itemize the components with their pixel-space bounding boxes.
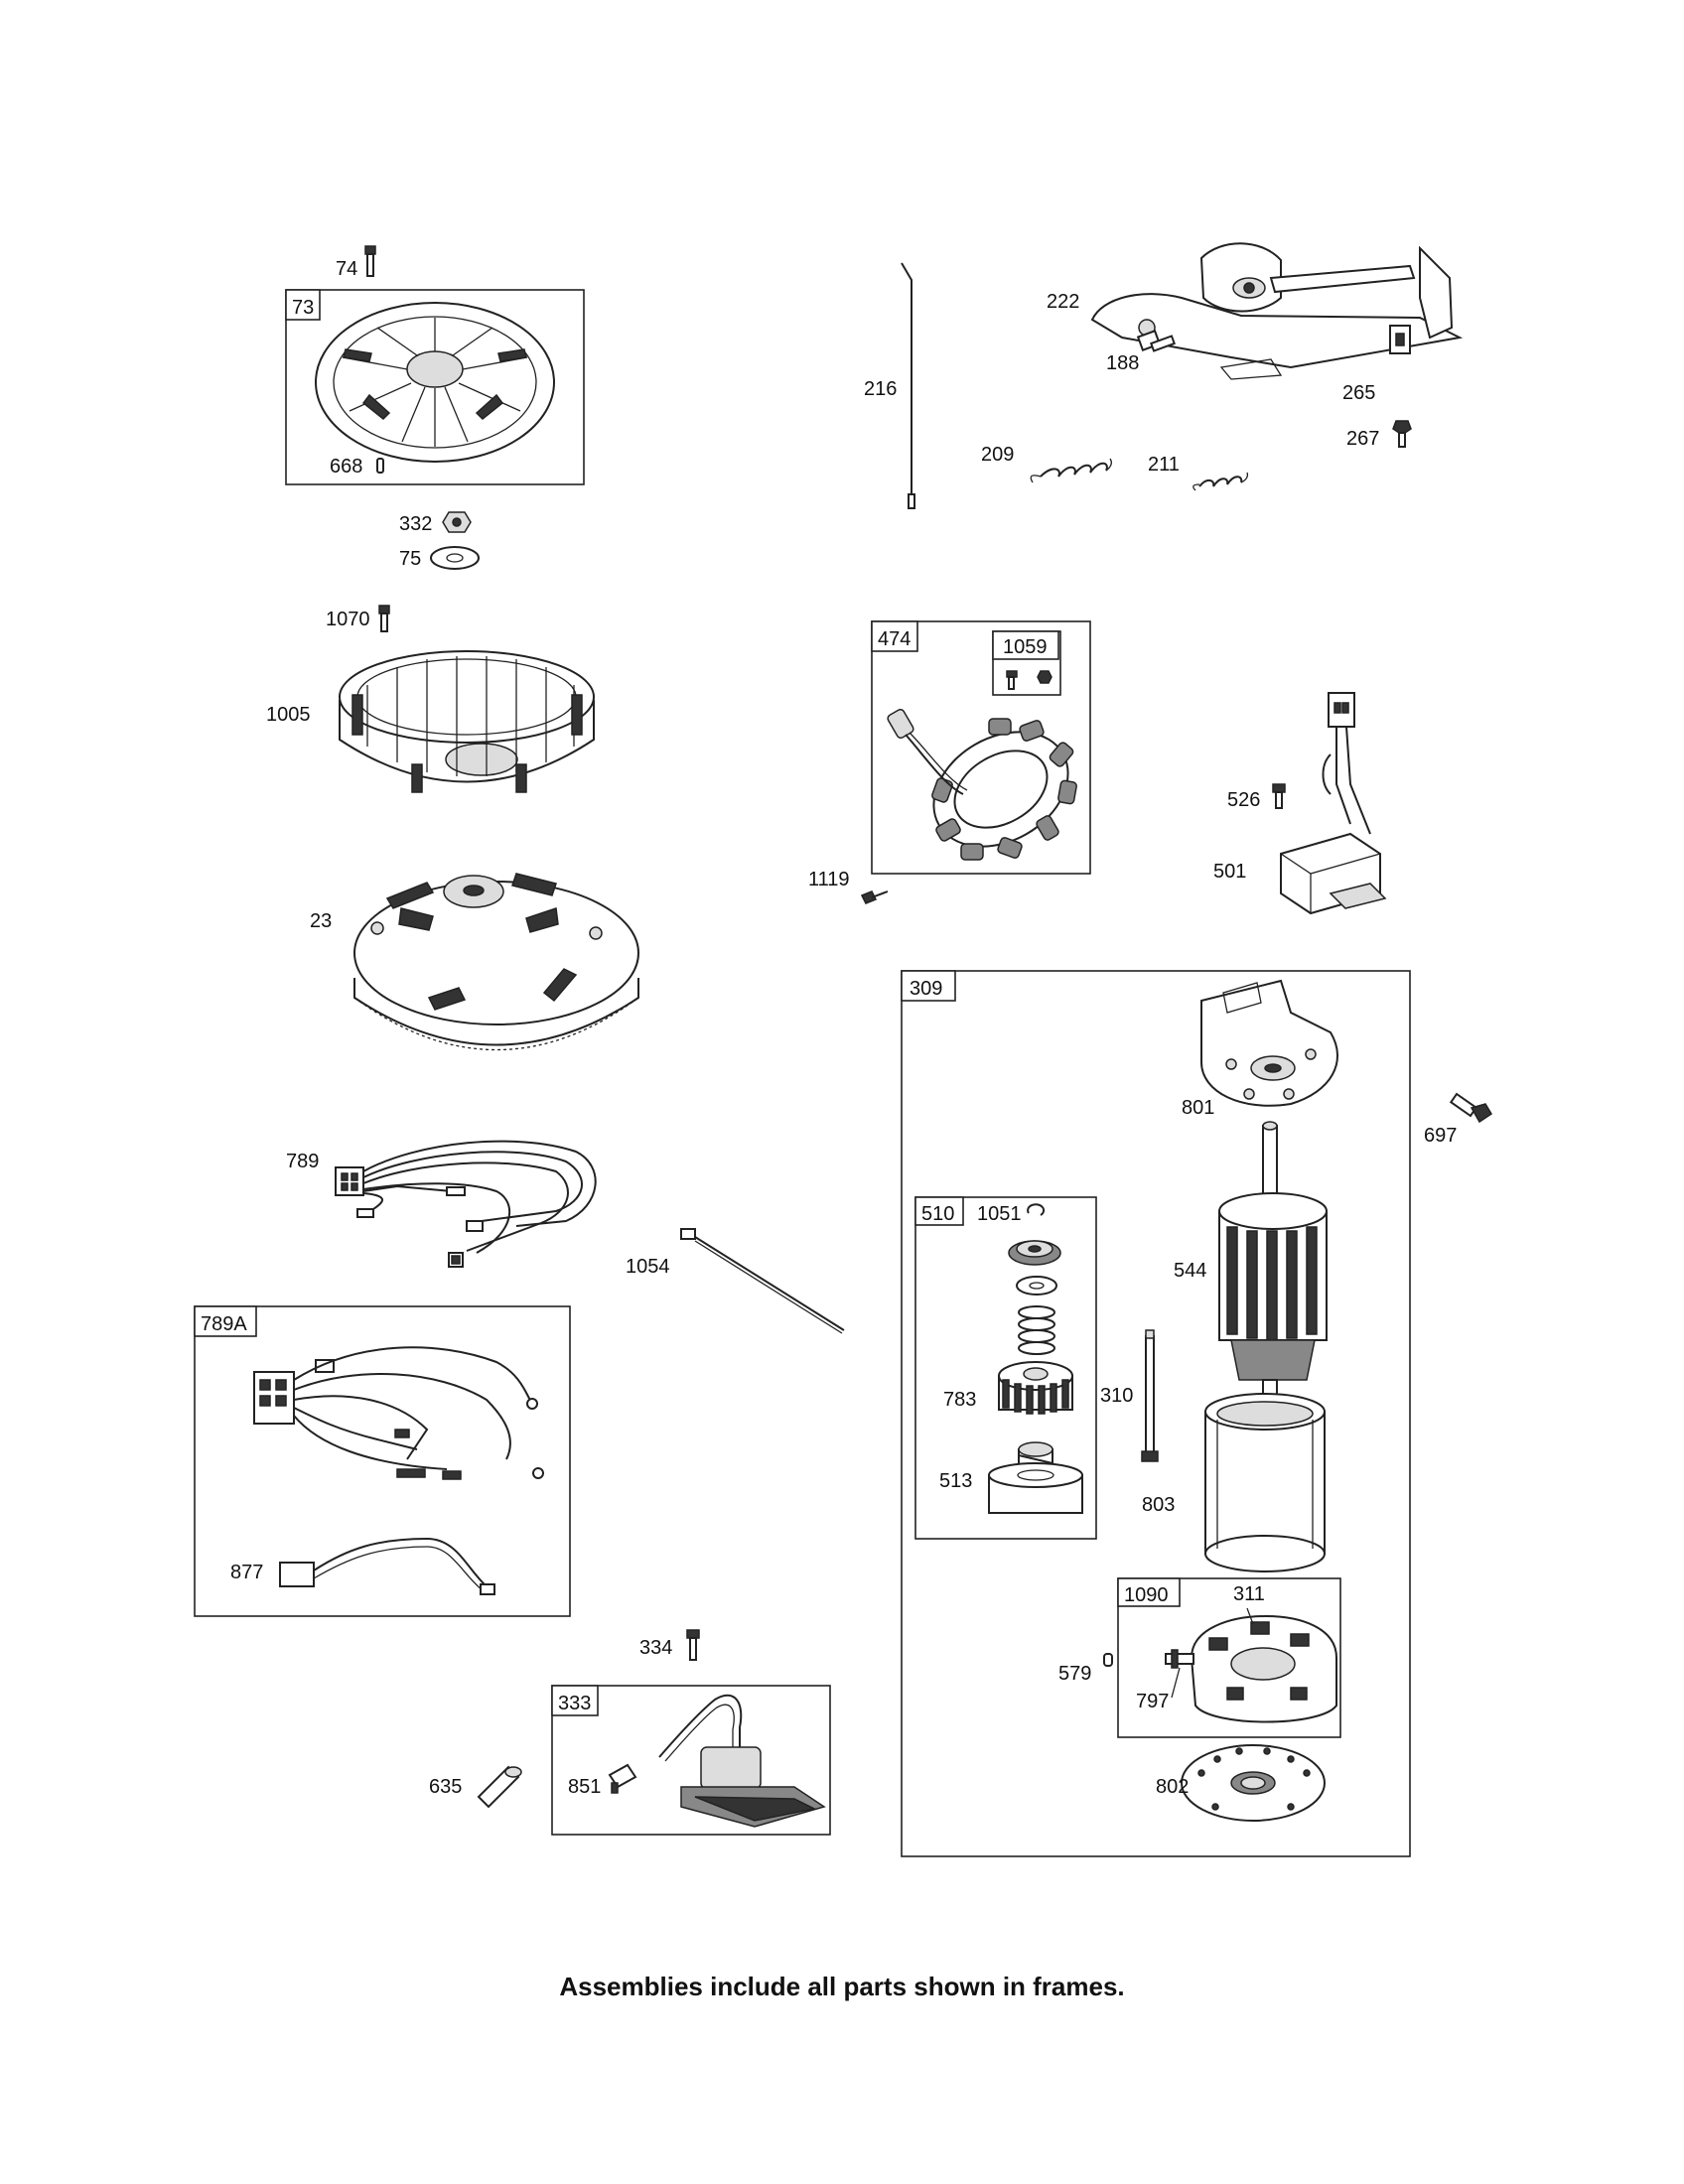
label-333: 333: [558, 1693, 591, 1714]
end-cap-801: [1200, 979, 1338, 1107]
label-222: 222: [1047, 291, 1079, 313]
label-510: 510: [921, 1203, 954, 1225]
label-311: 311: [1233, 1583, 1265, 1605]
label-544: 544: [1174, 1260, 1206, 1282]
label-332: 332: [399, 513, 432, 535]
armature-544: [1218, 1121, 1328, 1401]
label-474: 474: [878, 628, 911, 650]
control-bracket-222: [1090, 242, 1464, 380]
screw-267: [1392, 420, 1412, 448]
label-668: 668: [330, 456, 362, 478]
connector-851: [608, 1763, 637, 1794]
housing-803: [1204, 1393, 1326, 1572]
label-802: 802: [1156, 1776, 1189, 1798]
frame-73: 73: [285, 289, 585, 485]
frame-1090: 1090 311: [1117, 1577, 1341, 1738]
label-73: 73: [292, 297, 314, 319]
screw-nut-1059: [1006, 670, 1052, 690]
link-rod-216: [901, 262, 915, 509]
pinion-513: [988, 1441, 1083, 1514]
frame-333: 333: [551, 1685, 831, 1836]
brush-assembly-1090: [1190, 1607, 1337, 1723]
label-1051: 1051: [977, 1203, 1022, 1225]
label-526: 526: [1227, 789, 1260, 811]
label-803: 803: [1142, 1494, 1175, 1516]
label-789: 789: [286, 1151, 319, 1172]
label-265: 265: [1342, 382, 1375, 404]
wire-harness-789: [335, 1140, 597, 1268]
spring-209: [1030, 458, 1112, 483]
label-267: 267: [1346, 428, 1379, 450]
regulator-501: [1280, 692, 1387, 915]
label-501: 501: [1213, 861, 1246, 883]
label-797: 797: [1136, 1691, 1169, 1712]
label-209: 209: [981, 444, 1014, 466]
bolt-74: [364, 245, 376, 277]
label-1119: 1119: [808, 869, 850, 890]
label-1054: 1054: [626, 1256, 670, 1278]
label-877: 877: [230, 1562, 263, 1583]
spring-211: [1193, 472, 1249, 491]
label-75: 75: [399, 548, 421, 570]
label-1005: 1005: [266, 704, 311, 726]
alternator-stator-474: [887, 708, 1077, 861]
frame-510: 510 1051: [914, 1196, 1097, 1540]
bolt-188: [1136, 330, 1176, 352]
bolt-334: [686, 1629, 700, 1661]
label-783: 783: [943, 1389, 976, 1411]
label-513: 513: [939, 1470, 972, 1492]
label-334: 334: [639, 1637, 672, 1659]
label-23: 23: [310, 910, 332, 932]
bolt-1070: [378, 605, 390, 632]
washer-75: [430, 546, 480, 570]
frame-474: 474 1059: [871, 620, 1091, 875]
label-697: 697: [1424, 1125, 1457, 1147]
label-309: 309: [910, 978, 942, 1000]
frame-789A: 789A: [194, 1305, 571, 1617]
label-1070: 1070: [326, 609, 370, 630]
screw-1119: [860, 890, 889, 904]
blower-housing-73: [315, 302, 555, 463]
flywheel-23: [353, 873, 639, 1051]
label-851: 851: [568, 1776, 601, 1798]
label-579: 579: [1058, 1663, 1091, 1685]
screw-526: [1272, 783, 1286, 809]
label-1059: 1059: [1003, 636, 1048, 658]
nut-332: [442, 511, 472, 533]
label-74: 74: [336, 258, 357, 280]
label-801: 801: [1182, 1097, 1214, 1119]
label-216: 216: [864, 378, 897, 400]
wire-harness-789A: [253, 1346, 544, 1595]
label-211: 211: [1148, 454, 1180, 476]
label-789A: 789A: [201, 1313, 247, 1335]
footer-note: Assemblies include all parts shown in fr…: [559, 1972, 1125, 2001]
frame-309: 309: [901, 970, 1411, 1857]
retaining-ring-1051: [1027, 1203, 1046, 1216]
through-bolt-310: [1141, 1329, 1159, 1462]
label-1090: 1090: [1124, 1584, 1169, 1606]
clip-265: [1389, 325, 1411, 354]
terminal-797: [1165, 1649, 1194, 1699]
nut-579: [1103, 1653, 1113, 1667]
label-310: 310: [1100, 1385, 1133, 1407]
label-635: 635: [429, 1776, 462, 1798]
spark-plug-boot-635: [477, 1765, 522, 1809]
pin-668: [376, 458, 384, 474]
bolt-697: [1449, 1092, 1493, 1124]
ignition-armature-333: [658, 1694, 826, 1828]
end-plate-802: [1181, 1744, 1326, 1822]
fan-1005: [339, 650, 595, 793]
drive-assembly-510: [998, 1240, 1073, 1415]
label-188: 188: [1106, 352, 1139, 374]
cable-tie-1054: [680, 1228, 845, 1334]
